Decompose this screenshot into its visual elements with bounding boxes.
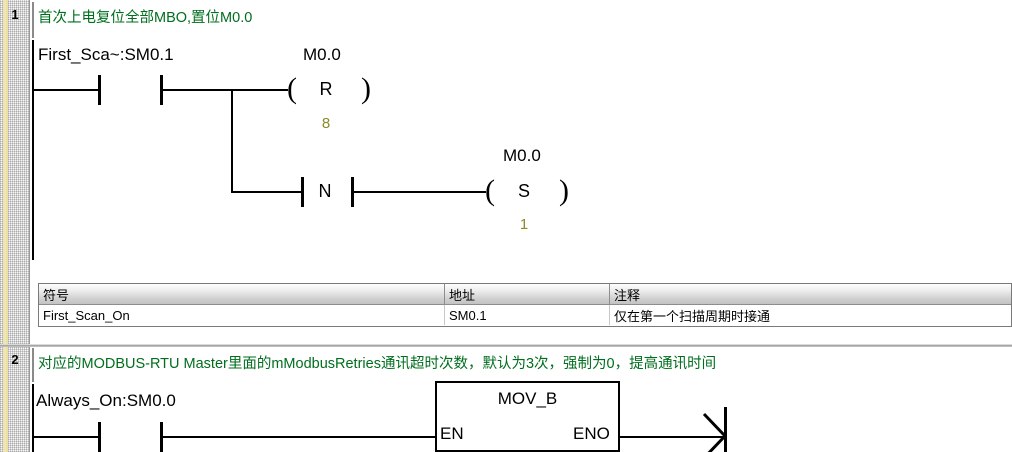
network-2-function-block-en-pin[interactable]: EN: [440, 424, 464, 443]
network-2-wire-b: [162, 436, 436, 438]
symbol-table-header-row: 符号 地址 注释: [39, 284, 1011, 305]
network-2-contact-1-right-bar[interactable]: [160, 422, 163, 452]
network-2-wire-c: [620, 436, 726, 438]
network-1-contact-1-right-bar[interactable]: [160, 75, 163, 105]
symbol-table-header-comment[interactable]: 注释: [614, 288, 641, 303]
network-2-rung-left-rail: [32, 384, 34, 452]
network-2-contact-1-operand[interactable]: Always_On:SM0.0: [36, 391, 176, 410]
network-1-comment[interactable]: 首次上电复位全部MBO,置位M0.0: [38, 10, 253, 26]
network-2-number[interactable]: 2: [11, 352, 19, 367]
network-1-coil-2-letter: S: [517, 181, 530, 201]
network-1-marker-bar: [32, 2, 34, 38]
network-1-contact-2-letter: N: [318, 181, 332, 201]
network-1-branch-vertical: [231, 89, 233, 193]
network-1-coil-2-right-paren: ): [559, 174, 569, 207]
symbol-table-row[interactable]: First_Scan_On SM0.1 仅在第一个扫描周期时接通: [39, 305, 1011, 325]
network-separator: [0, 344, 1012, 347]
network-1-symbol-table[interactable]: 符号 地址 注释 First_Scan_On SM0.1 仅在第一个扫描周期时接…: [38, 283, 1012, 327]
network-1-contact-2-left-bar[interactable]: [301, 177, 304, 207]
network-1-contact-1-operand[interactable]: First_Sca~:SM0.1: [38, 45, 174, 64]
symbol-table-header-symbol[interactable]: 符号: [39, 284, 445, 304]
gutter-bookmark-stripe: [3, 0, 8, 452]
network-1-contact-2-right-bar[interactable]: [351, 177, 354, 207]
network-1-coil-1-letter: R: [319, 79, 333, 99]
symbol-table-header-address[interactable]: 地址: [445, 284, 610, 304]
symbol-table-cell-symbol[interactable]: First_Scan_On: [39, 305, 445, 325]
network-2-marker-bar: [32, 348, 34, 382]
network-2-open-branch-arrow-icon: [702, 412, 728, 452]
symbol-table-cell-comment[interactable]: 仅在第一个扫描周期时接通: [614, 309, 771, 324]
network-1-wire-d: [353, 191, 486, 193]
network-1-rung-left-rail: [32, 40, 34, 260]
network-1-number[interactable]: 1: [11, 7, 19, 22]
network-2-open-branch-bar[interactable]: [724, 407, 727, 452]
network-1-coil-2-count[interactable]: 1: [519, 216, 529, 233]
network-2-comment[interactable]: 对应的MODBUS-RTU Master里面的mModbusRetries通讯超…: [38, 356, 717, 372]
network-1-wire-c: [231, 191, 303, 193]
network-2-wire-a: [32, 436, 100, 438]
network-1-coil-1-right-paren: ): [361, 72, 371, 105]
network-2-contact-1-left-bar[interactable]: [98, 422, 101, 452]
network-1-coil-2-left-paren: (: [485, 174, 495, 207]
network-2-function-block-title: MOV_B: [497, 389, 558, 408]
network-1-wire-a: [32, 89, 100, 91]
editor-gutter: [0, 0, 30, 452]
network-1-coil-1-count[interactable]: 8: [321, 115, 331, 132]
network-1-coil-1-left-paren: (: [287, 72, 297, 105]
symbol-table-cell-address[interactable]: SM0.1: [445, 305, 610, 325]
network-1-wire-b: [162, 89, 288, 91]
network-1-coil-2-operand[interactable]: M0.0: [503, 146, 541, 165]
network-2-function-block-mov-b[interactable]: [435, 381, 620, 452]
network-2-function-block-eno-pin[interactable]: ENO: [573, 424, 610, 443]
network-1-contact-1-left-bar[interactable]: [98, 75, 101, 105]
gutter-edge-divider: [29, 0, 30, 452]
network-1-coil-1-operand[interactable]: M0.0: [303, 45, 341, 64]
